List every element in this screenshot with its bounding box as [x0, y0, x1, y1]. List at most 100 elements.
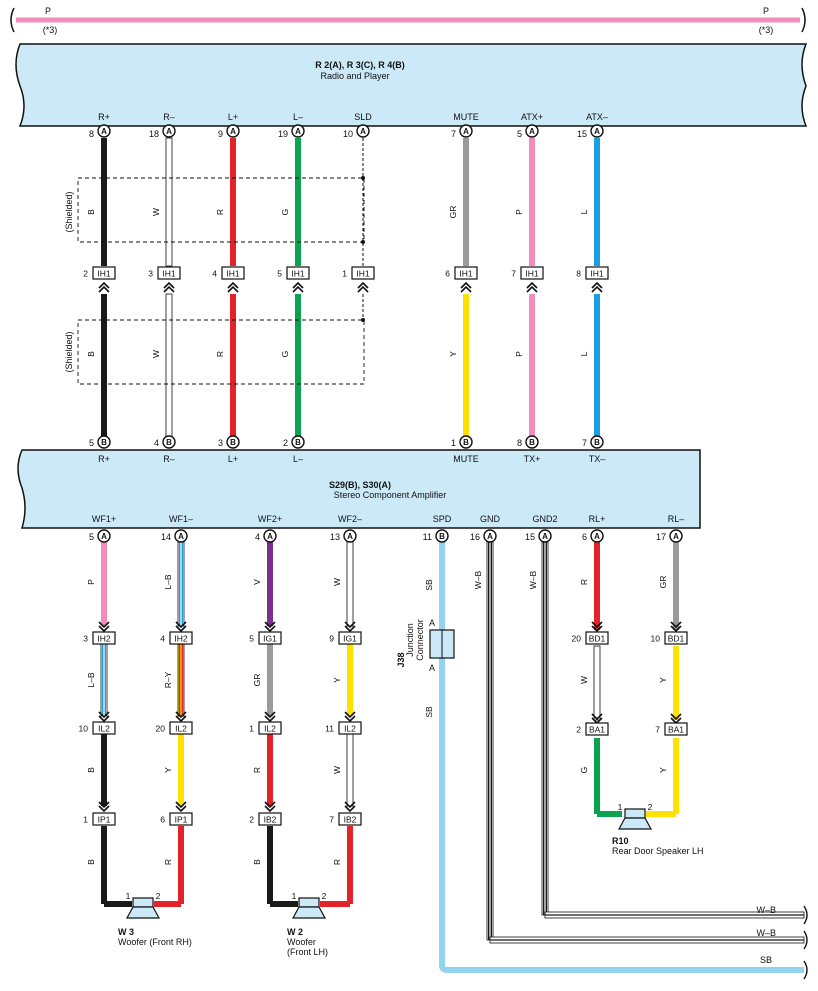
woofer-conn-row2-label: IL2 [98, 724, 110, 734]
amp-bottom-pin-num: 13 [330, 532, 340, 542]
amp-top-pin-letter: B [594, 438, 600, 447]
woofer-color-seg2: Y [332, 677, 342, 683]
amp-bottom-pin [263, 529, 277, 543]
exit-label-2: W–B [756, 928, 776, 938]
rear-conn-row1-label: BD1 [668, 634, 685, 644]
woofer-wire-seg1 [346, 541, 354, 627]
woofer-chevron-2 [175, 711, 187, 723]
ih1-connector [585, 266, 609, 280]
amp-bottom-pin-name: WF1– [169, 514, 193, 524]
woofer-color-seg2: L–B [86, 672, 96, 687]
spd-color-upper: SB [424, 579, 434, 591]
woofer-conn-row2 [338, 721, 362, 735]
radio-subtitle: Radio and Player [320, 71, 389, 81]
junction-name1: Junction [405, 623, 415, 657]
radio-pin-name: L– [293, 112, 303, 122]
ih1-connector [286, 266, 310, 280]
radio-pin [291, 124, 305, 138]
amp-bottom-pin-name: WF2– [338, 514, 362, 524]
woofer-conn-row1-label: IG1 [343, 634, 357, 644]
ih1-chevron [98, 281, 110, 293]
gnd-wire [486, 541, 494, 941]
woofer-conn-row2-label: IL2 [175, 724, 187, 734]
woofer-conn-row3 [338, 812, 362, 826]
amp-bottom-pin-name: RL+ [589, 514, 606, 524]
gnd-color: W–B [473, 570, 483, 589]
rear-conn-row2 [664, 722, 688, 736]
woofer-color-seg4: R [332, 859, 342, 865]
gnd2-color: W–B [528, 570, 538, 589]
ih1-connector-label: IH1 [525, 269, 539, 279]
ih1-chevron [227, 281, 239, 293]
woofer-conn-row2-num: 20 [156, 724, 166, 734]
radio-pin [226, 124, 240, 138]
ih1-connector [454, 266, 478, 280]
amp-bottom-pin-letter: A [178, 532, 184, 541]
amp-bottom-pin-name: GND [480, 514, 501, 524]
spd-color-lower: SB [424, 706, 434, 718]
wire-color-lower: G [280, 351, 290, 358]
ih1-connector-num: 3 [148, 269, 153, 279]
rear-conn-row2-num: 7 [655, 725, 660, 735]
amp-bottom-pin-letter: A [487, 532, 493, 541]
woofer-chevron-3 [98, 801, 110, 813]
radio-pin-num: 7 [451, 129, 456, 139]
rear-conn-row2 [585, 722, 609, 736]
radio-pin-num: 15 [577, 129, 587, 139]
radio-pin-num: 18 [149, 129, 159, 139]
wire-color-upper: B [86, 209, 96, 215]
amp-top-pin-name: MUTE [453, 454, 479, 464]
amp-bottom-pin [590, 529, 604, 543]
rear-conn-row1 [664, 631, 688, 645]
ih1-connector-num: 7 [511, 269, 516, 279]
woofer-color-seg3: R [252, 767, 262, 773]
woofer-conn-row2-label: IL2 [344, 724, 356, 734]
woofer-color-seg1: W [332, 578, 342, 586]
woofer-wire-seg3 [346, 733, 354, 807]
woofer-conn-row3-label: IB2 [344, 815, 357, 825]
radio-pin-name: L+ [228, 112, 238, 122]
wire-color-upper: G [280, 209, 290, 216]
amp-bottom-pin-name: WF2+ [258, 514, 282, 524]
ih1-connector-num: 8 [576, 269, 581, 279]
power-line: P P (*3) (*3) [10, 6, 806, 35]
amp-top-pin-num: 1 [451, 438, 456, 448]
speaker-w2-icon-pin2: 2 [322, 891, 327, 901]
speaker-w3-icon-pin1: 1 [126, 891, 131, 901]
radio-pin-letter: A [360, 127, 366, 136]
amp-bottom-pin-name: GND2 [532, 514, 557, 524]
ih1-connector-num: 1 [342, 269, 347, 279]
amp-subtitle: Stereo Component Amplifier [334, 490, 447, 500]
marks-layer [77, 124, 808, 980]
radio-title: R 2(A), R 3(C), R 4(B) [315, 60, 405, 70]
woofer-color-seg1: P [86, 579, 96, 585]
wires-layer [100, 137, 805, 973]
amp-bottom-pin-name: WF1+ [92, 514, 116, 524]
wire-color-lower: R [215, 351, 225, 357]
shield-label-lower: (Shielded) [64, 331, 74, 372]
woofer-wire-seg2 [100, 643, 108, 717]
speaker-w2-icon-cone [291, 906, 327, 919]
rear-wire-seg2 [593, 645, 601, 721]
radio-pin-letter: A [295, 127, 301, 136]
amp-top-pin-letter: B [101, 438, 107, 447]
amp-bottom-pin-name: RL– [668, 514, 685, 524]
amp-bottom-pin-num: 17 [656, 532, 666, 542]
wire-color-lower: Y [448, 351, 458, 357]
wire-color-upper: GR [448, 206, 458, 219]
speaker-w3-icon-pin2: 2 [156, 891, 161, 901]
rear-color-seg3: G [579, 767, 589, 774]
rear-conn-row1-num: 10 [651, 634, 661, 644]
exit-label-1: W–B [756, 905, 776, 915]
rear-conn-row1-num: 20 [572, 634, 582, 644]
woofer-color-seg1: V [252, 579, 262, 585]
speaker-w3-icon-cone [125, 906, 161, 919]
edge-break-icon [803, 960, 808, 980]
ih1-chevron [460, 281, 472, 293]
woofer-conn-row2-label: IL2 [264, 724, 276, 734]
speaker-r10-code: R10 [612, 836, 629, 846]
ih1-connector-label: IH1 [356, 269, 370, 279]
wire-color-lower: W [151, 350, 161, 358]
shield-label-upper: (Shielded) [64, 191, 74, 232]
ih1-chevron [357, 281, 369, 293]
